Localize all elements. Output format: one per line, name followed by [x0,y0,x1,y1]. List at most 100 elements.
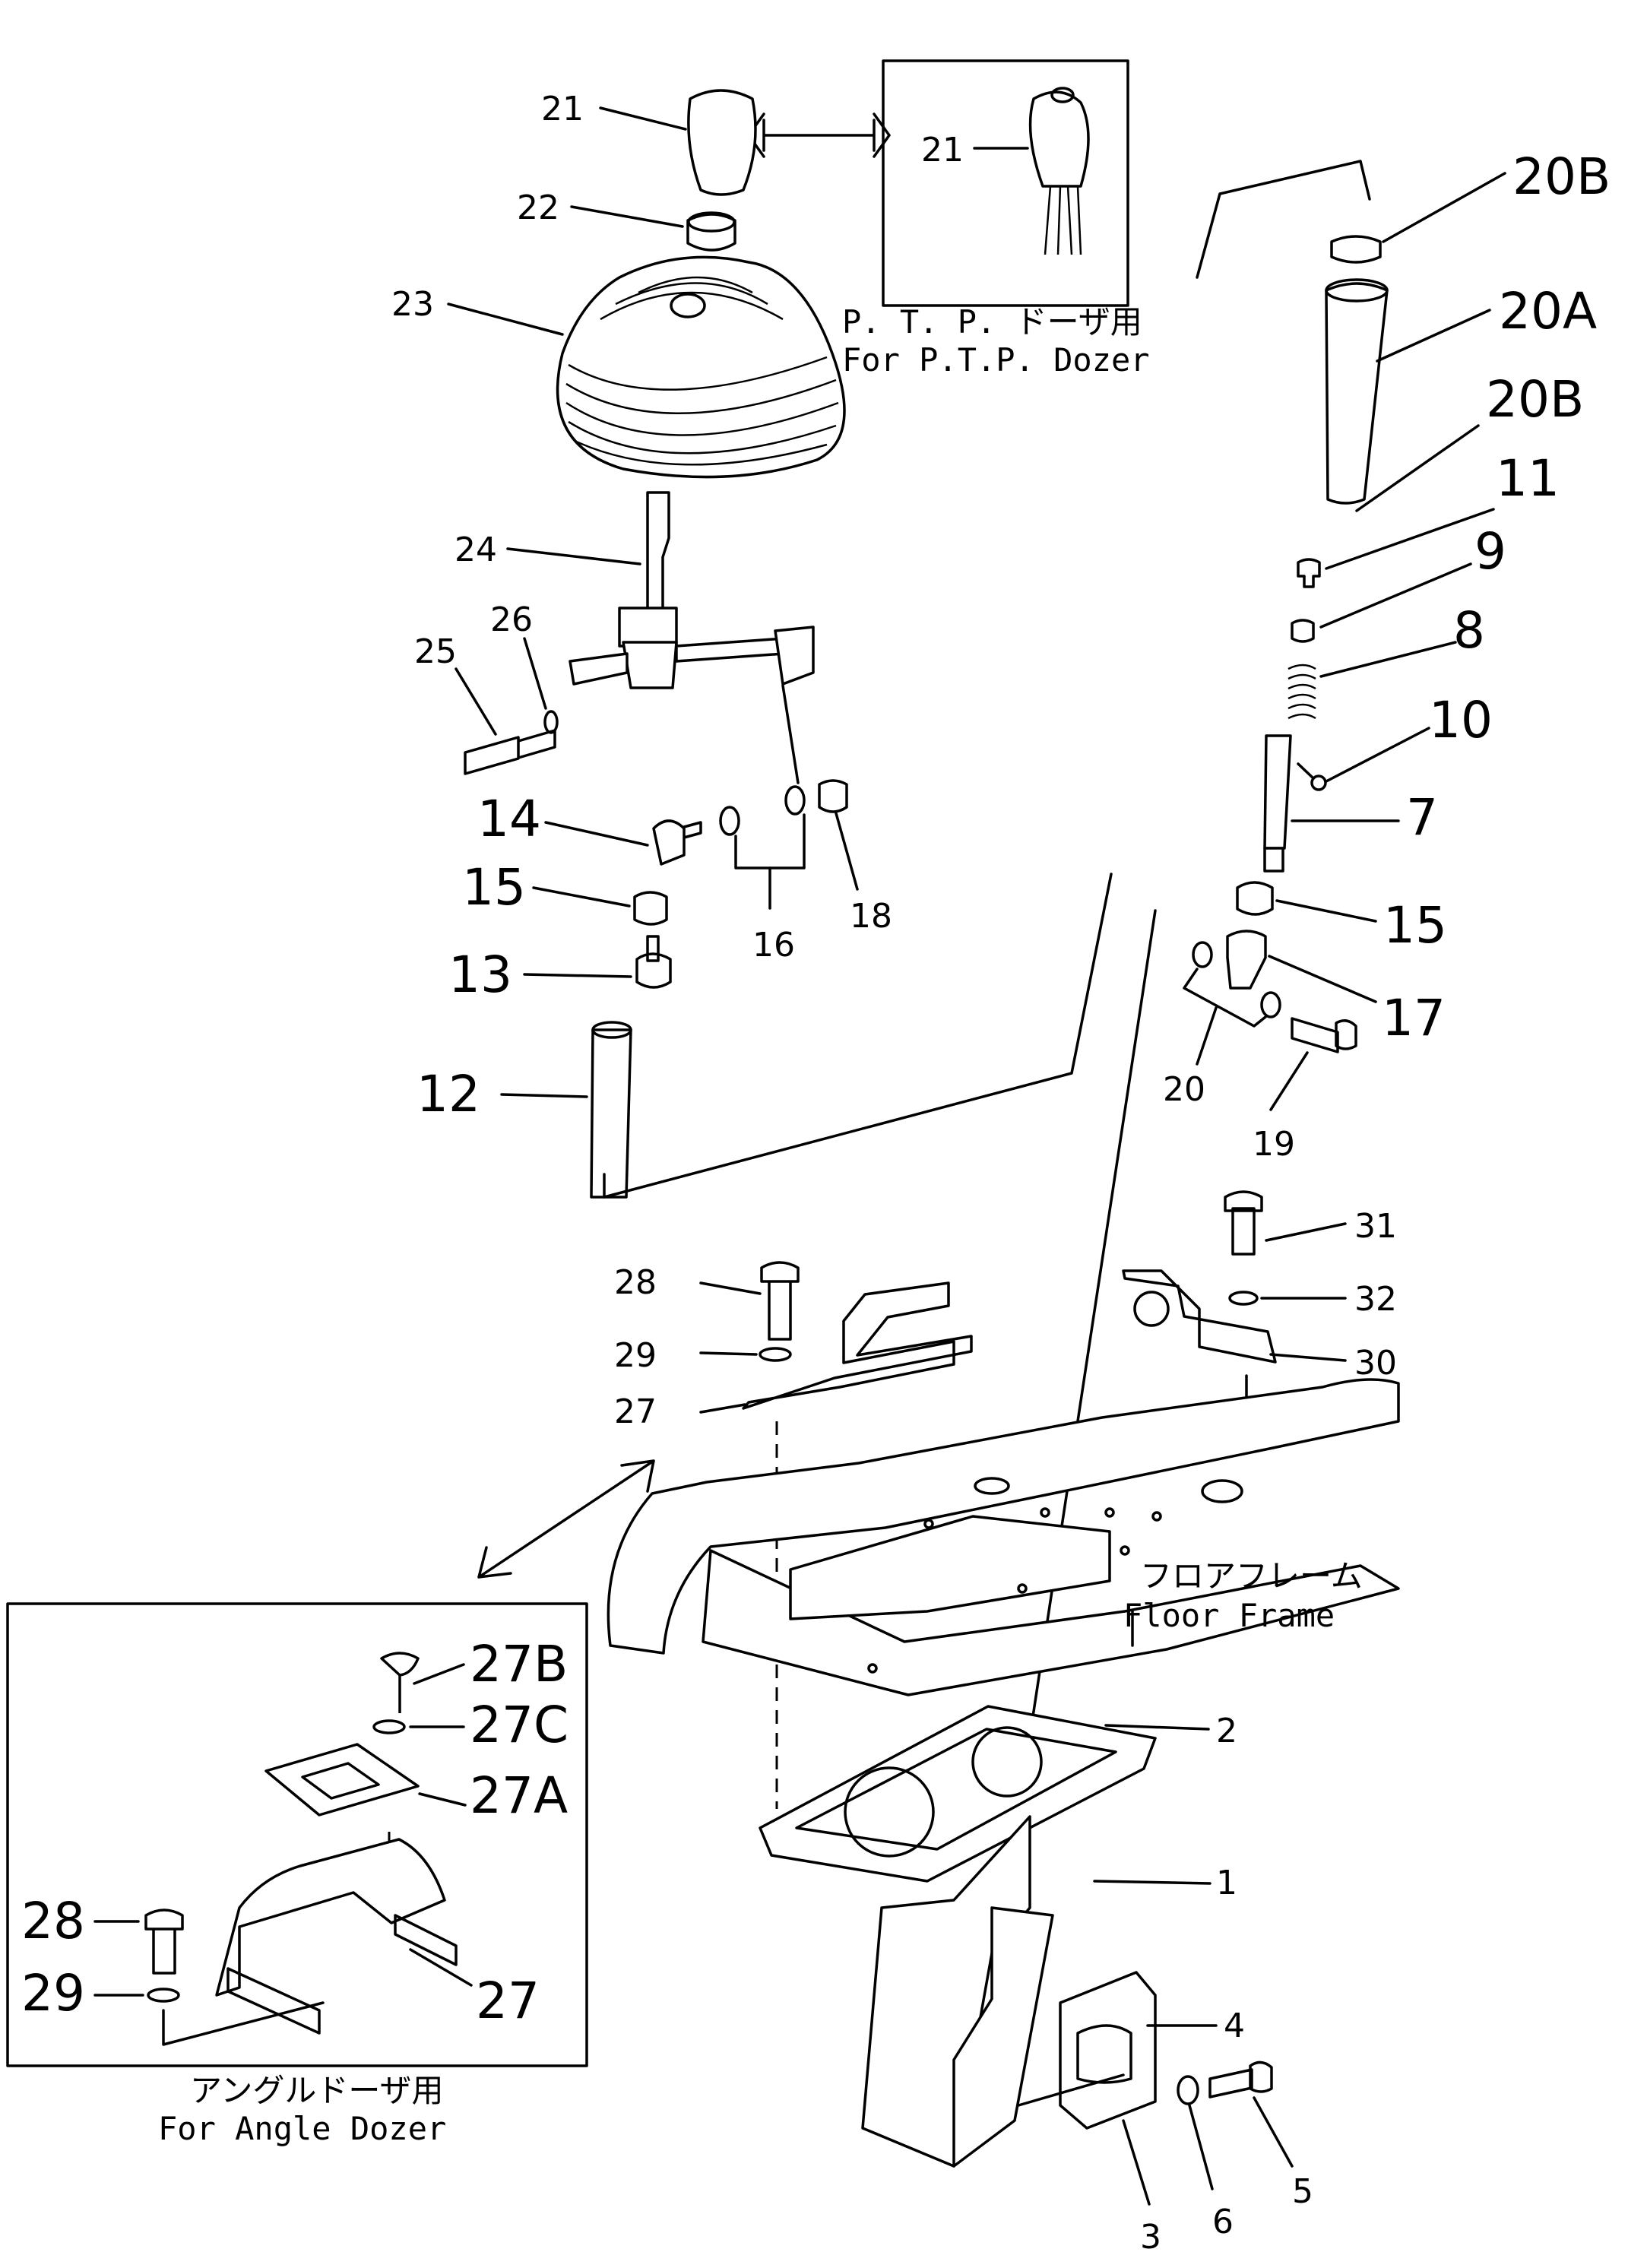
part-7-rod [1263,734,1292,850]
leader-30 [1269,1353,1347,1362]
callout-20B-top: 20B [1512,147,1611,206]
part-4-cover [1059,1971,1157,2130]
callout-11: 11 [1496,449,1560,508]
leader-31 [1265,1222,1347,1242]
callout-15b: 15 [1383,896,1447,955]
floor-frame-en: Floor Frame [1123,1597,1335,1634]
part-20-washer-a [1192,941,1213,968]
callout-15a: 15 [462,858,526,917]
leader-14 [544,821,649,847]
option-arrow-icon [477,1459,655,1579]
callout-4: 4 [1224,2007,1245,2045]
part-7-rod-end [1263,847,1284,873]
part-18-nut [818,779,848,813]
part-28-bolt-a [760,1261,800,1341]
leader-9 [1319,562,1472,629]
guide-line-left [603,873,1113,1199]
callout-27a: 27 [614,1392,657,1431]
leader-19 [1269,1051,1309,1111]
part-29-washer-b [147,1988,180,2003]
callout-30: 30 [1354,1344,1397,1383]
part-20A-grip-top [1325,278,1389,303]
leader-27b [409,1948,473,1987]
callout-14: 14 [477,790,541,848]
part-24-lever [569,491,815,689]
callout-23: 23 [391,285,434,324]
part-20-washer-b [1260,991,1281,1018]
guide-line-29b [162,2001,325,2046]
leader-20B-top [1382,172,1506,243]
callout-27B: 27B [470,1635,568,1693]
leader-15a [532,886,631,908]
callout-17: 17 [1382,989,1446,1047]
callout-6: 6 [1212,2203,1234,2241]
floor-frame-jp: フロアフレーム [1140,1557,1363,1595]
callout-21b: 21 [921,131,964,169]
callout-24: 24 [455,531,497,569]
part-28-bolt-b [144,1908,184,1975]
leader-20 [1196,1006,1218,1066]
callout-20: 20 [1163,1070,1205,1109]
callout-7: 7 [1406,788,1438,847]
callout-5: 5 [1292,2172,1313,2211]
part-6-washer [1177,2075,1199,2105]
floor-frame [607,1378,1400,1696]
callout-28b: 28 [21,1892,85,1950]
ptp-knob-with-wires [1028,90,1090,188]
callout-32: 32 [1354,1280,1397,1319]
part-15-nut-left [633,891,668,926]
leader-20B-mid [1355,424,1480,512]
ptp-wires [1044,185,1082,255]
inset-angle-dozer: 27B 27C 27A 27 28 29 [6,1602,588,2067]
part-27B-rivet [380,1652,420,1713]
callout-20B-mid: 20B [1486,370,1584,429]
leader-3 [1122,2119,1151,2206]
part-27-bracket [742,1281,973,1410]
part-31-bolt [1224,1190,1263,1256]
part-19-bolt [1291,1017,1357,1053]
leader-26 [523,637,547,710]
leader-2 [1104,1724,1210,1731]
interchange-arrow-icon [747,112,891,158]
part-30-bracket-hole [1133,1291,1170,1327]
leader-15b [1275,899,1377,923]
callout-28a: 28 [614,1263,657,1302]
callout-20A: 20A [1499,282,1597,341]
callout-25: 25 [414,632,457,671]
part-16-washer-b [784,785,806,816]
part-30-bracket [1122,1269,1277,1364]
leader-21a [599,106,687,131]
guide-line-3 [1017,2073,1125,2107]
leader-20A [1376,309,1491,363]
leader-1 [1093,1880,1211,1885]
callout-18: 18 [850,897,892,936]
part-16-washer-a [719,806,740,836]
leader-17 [1268,955,1377,1003]
callout-16: 16 [752,926,795,965]
inset-ptp-dozer: 21 P. T. P. ドーザ用 For P.T.P. Dozer [842,59,1150,379]
leader-10 [1325,727,1430,783]
callout-9: 9 [1474,522,1506,581]
part-12-pipe [590,1028,632,1199]
callout-13: 13 [448,946,512,1004]
leader-27a [699,1403,746,1414]
leader-23 [447,303,564,336]
leader-5 [1253,2096,1294,2168]
part-27-angle-bracket [215,1838,458,2035]
leader-12 [500,1093,588,1098]
leader-27A [418,1792,467,1807]
leader-22 [570,205,684,228]
leader-25 [455,667,497,736]
inset-angle-frame [6,1602,588,2067]
callout-12: 12 [417,1065,480,1123]
part-15-nut-right [1236,881,1274,916]
leader-13 [523,973,632,978]
leader-11 [1325,508,1495,570]
ptp-note-jp: P. T. P. ドーザ用 [842,303,1142,341]
leader-28a [699,1281,762,1295]
callout-27A: 27A [470,1766,568,1825]
part-11-plug [1297,558,1321,588]
angle-note-jp: アングルドーザ用 [190,2072,443,2109]
part-21-knob [687,89,757,196]
part-20B-ring-top [1330,235,1382,264]
